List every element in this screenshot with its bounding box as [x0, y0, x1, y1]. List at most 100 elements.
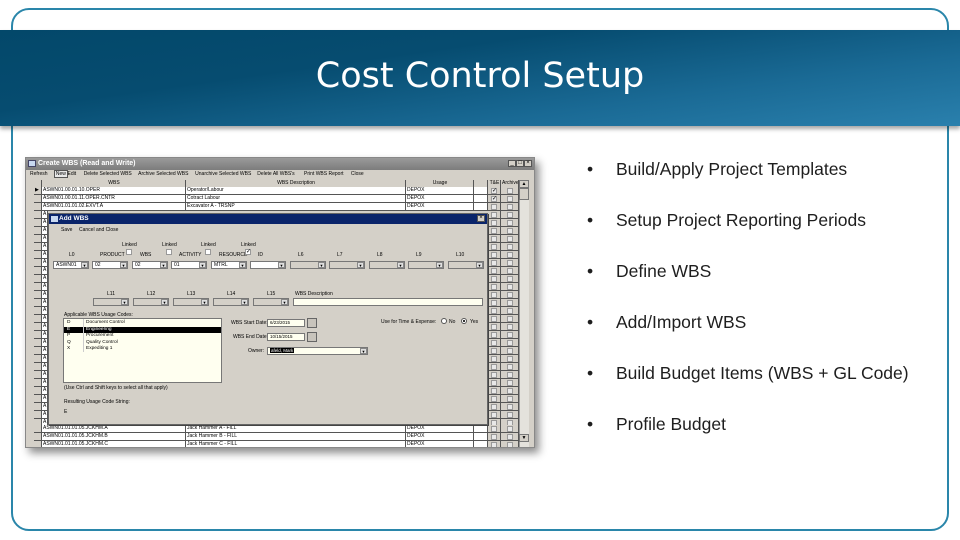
te-yes-radio[interactable]	[461, 318, 467, 324]
row-marker[interactable]	[34, 315, 42, 323]
toolbar-button-unarchive-selected-wbs[interactable]: Unarchive Selected WBS	[195, 171, 252, 177]
level-combo-activity[interactable]: 01▼	[171, 261, 207, 269]
scroll-up-icon[interactable]: ▲	[519, 180, 529, 188]
te-checkbox[interactable]	[491, 426, 497, 432]
chevron-down-icon[interactable]: ▼	[160, 262, 167, 268]
chevron-down-icon[interactable]: ▼	[241, 299, 248, 305]
chevron-down-icon[interactable]: ▼	[239, 262, 246, 268]
archive-checkbox[interactable]	[507, 260, 513, 266]
linked-checkbox[interactable]: ✓	[245, 249, 252, 255]
te-checkbox[interactable]	[491, 236, 497, 242]
te-checkbox[interactable]	[491, 228, 497, 234]
archive-checkbox[interactable]	[507, 212, 513, 218]
archive-checkbox[interactable]	[507, 340, 513, 346]
te-checkbox[interactable]: ✓	[491, 196, 498, 202]
archive-checkbox[interactable]	[507, 300, 513, 306]
archive-checkbox[interactable]	[507, 442, 513, 447]
owner-select[interactable]: afeld, Mark ▼	[267, 347, 368, 355]
row-marker[interactable]	[34, 283, 42, 291]
calendar-icon[interactable]	[307, 318, 317, 328]
row-marker[interactable]	[34, 211, 42, 219]
row-marker[interactable]	[34, 259, 42, 267]
row-marker[interactable]	[34, 363, 42, 371]
te-checkbox[interactable]	[491, 284, 497, 290]
row-marker[interactable]	[34, 403, 42, 411]
te-checkbox[interactable]	[491, 244, 497, 250]
row-marker[interactable]	[34, 243, 42, 251]
toolbar-button-new[interactable]: New	[53, 170, 68, 178]
chevron-down-icon[interactable]: ▼	[199, 262, 206, 268]
level-combo-l11[interactable]: ▼	[93, 298, 129, 306]
te-checkbox[interactable]	[491, 268, 497, 274]
row-marker[interactable]	[34, 433, 42, 441]
archive-checkbox[interactable]	[507, 356, 513, 362]
level-combo-l6[interactable]: ▼	[290, 261, 326, 269]
archive-checkbox[interactable]	[507, 324, 513, 330]
row-marker[interactable]	[34, 347, 42, 355]
archive-checkbox[interactable]	[507, 332, 513, 338]
level-combo-l12[interactable]: ▼	[133, 298, 169, 306]
archive-checkbox[interactable]	[507, 388, 513, 394]
minimize-icon[interactable]: _	[508, 160, 516, 167]
archive-checkbox[interactable]	[507, 412, 513, 418]
te-checkbox[interactable]	[491, 316, 497, 322]
row-marker[interactable]	[34, 219, 42, 227]
te-no-radio[interactable]	[441, 318, 447, 324]
te-checkbox[interactable]	[491, 412, 497, 418]
te-checkbox[interactable]	[491, 276, 497, 282]
te-checkbox[interactable]	[491, 324, 497, 330]
chevron-down-icon[interactable]: ▼	[121, 299, 128, 305]
te-checkbox[interactable]	[491, 442, 497, 447]
archive-checkbox[interactable]	[507, 348, 513, 354]
row-marker[interactable]	[34, 441, 42, 447]
te-checkbox[interactable]	[491, 204, 497, 210]
level-combo-resource[interactable]: MTRL▼	[211, 261, 247, 269]
archive-checkbox[interactable]	[507, 396, 513, 402]
archive-checkbox[interactable]	[507, 220, 513, 226]
level-combo-id[interactable]: ▼	[250, 261, 286, 269]
te-checkbox[interactable]	[491, 260, 497, 266]
toolbar-button-delete-all-wbs-s[interactable]: Delete All WBS's	[257, 171, 295, 177]
te-checkbox[interactable]	[491, 212, 497, 218]
end-date-input[interactable]: 10/15/2015	[267, 333, 305, 341]
te-checkbox[interactable]	[491, 340, 497, 346]
te-checkbox[interactable]	[491, 292, 497, 298]
level-combo-l8[interactable]: ▼	[369, 261, 405, 269]
row-marker[interactable]	[34, 195, 42, 203]
row-marker[interactable]	[34, 387, 42, 395]
linked-checkbox[interactable]	[126, 249, 132, 255]
archive-checkbox[interactable]	[507, 204, 513, 210]
level-combo-l10[interactable]: ▼	[448, 261, 484, 269]
chevron-down-icon[interactable]: ▼	[397, 262, 404, 268]
save-button[interactable]: Save	[61, 227, 73, 233]
toolbar-button-print-wbs-report[interactable]: Print WBS Report	[304, 171, 344, 177]
te-checkbox[interactable]	[491, 220, 497, 226]
row-marker[interactable]	[34, 339, 42, 347]
row-marker[interactable]	[34, 235, 42, 243]
toolbar-button-refresh[interactable]: Refresh	[30, 171, 48, 177]
row-marker[interactable]	[34, 203, 42, 211]
toolbar-button-edit[interactable]: Edit	[67, 171, 77, 177]
te-checkbox[interactable]: ✓	[491, 188, 498, 194]
archive-checkbox[interactable]	[507, 434, 513, 440]
row-marker[interactable]	[34, 275, 42, 283]
chevron-down-icon[interactable]: ▼	[161, 299, 168, 305]
chevron-down-icon[interactable]: ▼	[281, 299, 288, 305]
row-marker[interactable]	[34, 331, 42, 339]
scrollbar-thumb[interactable]	[519, 188, 529, 200]
te-checkbox[interactable]	[491, 388, 497, 394]
chevron-down-icon[interactable]: ▼	[120, 262, 127, 268]
row-marker[interactable]	[34, 425, 42, 433]
level-combo-l7[interactable]: ▼	[329, 261, 365, 269]
row-marker[interactable]: ▶	[34, 187, 42, 195]
start-date-input[interactable]: 6/23/2015	[267, 319, 305, 327]
level-combo-l0[interactable]: ASWN01▼	[53, 261, 89, 269]
row-marker[interactable]	[34, 251, 42, 259]
chevron-down-icon[interactable]: ▼	[81, 262, 88, 268]
chevron-down-icon[interactable]: ▼	[278, 262, 285, 268]
